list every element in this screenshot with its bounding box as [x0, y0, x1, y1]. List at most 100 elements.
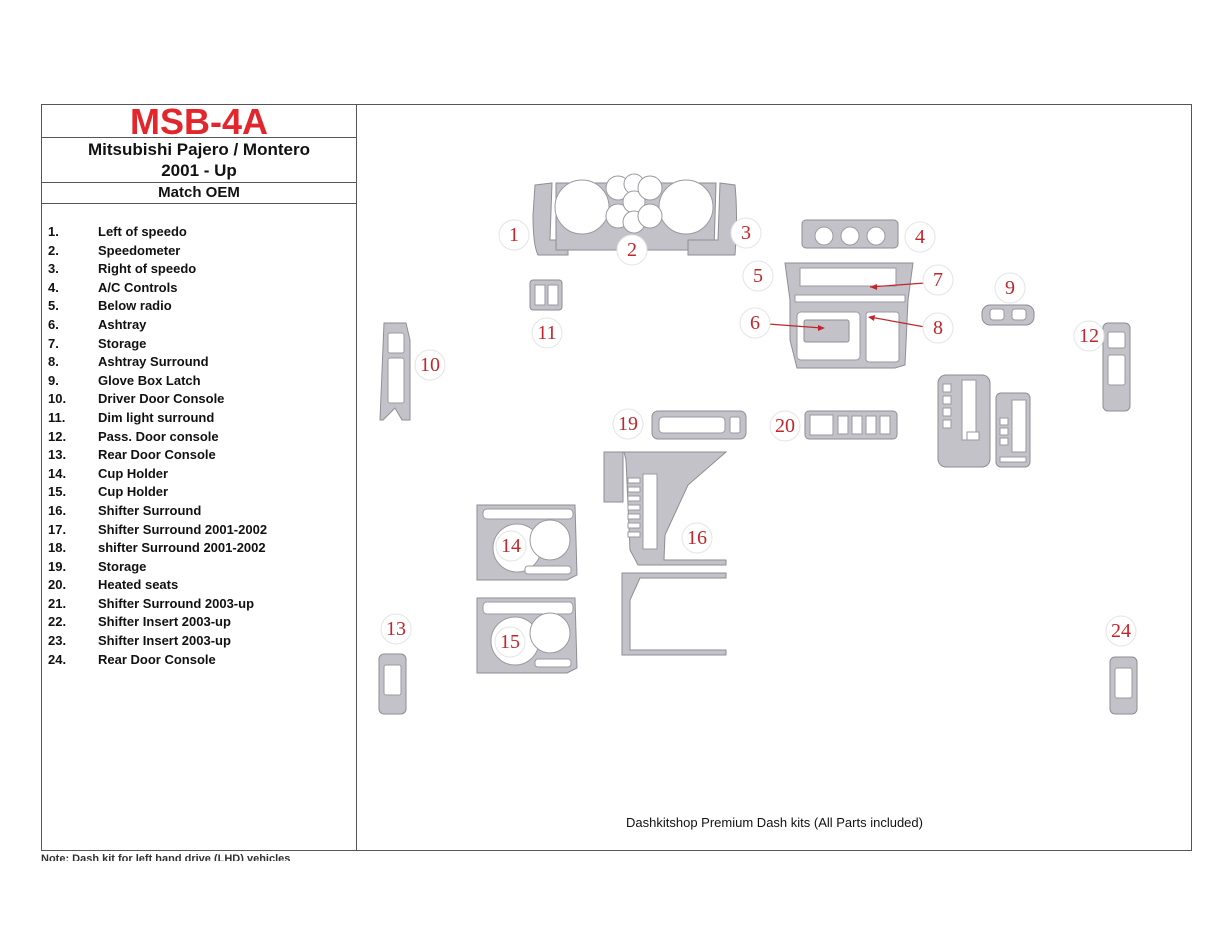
vehicle-model: Mitsubishi Pajero / Montero 2001 - Up: [41, 139, 357, 181]
parts-list-item: 3. Right of speedo: [48, 260, 267, 279]
callout-label-7: 7: [933, 269, 943, 291]
callout-label-20: 20: [775, 415, 795, 437]
parts-list-item: 2.Speedometer: [48, 242, 267, 261]
parts-list-item: 7. Storage: [48, 335, 267, 354]
arrow-6: [767, 323, 823, 329]
part-dim-light-surround: [529, 279, 563, 311]
part-name: Below radio: [98, 298, 172, 314]
callout-label-24: 24: [1111, 620, 1131, 642]
part-number: 14.: [48, 465, 67, 481]
divider: [41, 182, 356, 183]
callout-bubble: [769, 410, 801, 442]
callout-label-9: 9: [1005, 277, 1015, 299]
part-number: 2.: [48, 242, 59, 258]
callout-label-19: 19: [618, 413, 638, 435]
parts-list-item: 11.Dim light surround: [48, 409, 267, 428]
part-number: 12.: [48, 428, 67, 444]
callout-bubble: [742, 260, 774, 292]
part-number: 23.: [48, 633, 67, 649]
part-number: 13.: [48, 447, 67, 463]
parts-list-item: 12. Pass. Door console: [48, 428, 267, 447]
callout-label-10: 10: [420, 354, 440, 376]
parts-list-item: 14. Cup Holder: [48, 465, 267, 484]
callout-bubble: [498, 219, 530, 251]
part-number: 8.: [48, 354, 59, 370]
part-number: 4.: [48, 279, 59, 295]
parts-list-item: 9.Glove Box Latch: [48, 372, 267, 391]
part-name: Right of speedo: [98, 261, 197, 277]
part-name: Shifter Surround 2001-2002: [98, 521, 268, 537]
part-name: Shifter Insert 2003-up: [98, 633, 231, 649]
part-shifter-surround-2003: [937, 374, 991, 468]
callout-bubble: [380, 613, 412, 645]
callout-label-6: 6: [750, 312, 760, 334]
arrow-8: [869, 316, 926, 328]
part-name: A/C Controls: [98, 279, 178, 295]
part-glove-box-latch: [981, 304, 1035, 326]
part-number: 17.: [48, 521, 67, 537]
part-number: 10.: [48, 391, 67, 407]
part-name: Cup Holder: [98, 465, 169, 481]
part-cup-holder-1: [476, 504, 578, 581]
callout-label-11: 11: [537, 322, 556, 344]
callout-label-8: 8: [933, 317, 943, 339]
part-number: 3.: [48, 261, 59, 277]
part-name: Rear Door Console: [98, 447, 216, 463]
callout-bubble: [616, 234, 648, 266]
model-line-2: 2001 - Up: [161, 161, 237, 180]
part-heated-seats: [804, 410, 898, 440]
parts-list-item: 1.Left of speedo: [48, 223, 267, 242]
parts-list-item: 24. Rear Door Console: [48, 651, 267, 670]
callout-bubble: [1105, 615, 1137, 647]
part-shifter-insert-2003: [995, 392, 1031, 468]
part-name: Rear Door Console: [98, 651, 216, 667]
part-number: 1.: [48, 224, 59, 239]
divider: [41, 137, 356, 138]
parts-list-item: 23. Shifter Insert 2003-up: [48, 632, 267, 651]
part-number: 11.: [48, 409, 66, 425]
part-number: 7.: [48, 335, 59, 351]
parts-sidebar: MSB-4A Mitsubishi Pajero / Montero 2001 …: [41, 104, 357, 851]
parts-list-item: 20. Heated seats: [48, 576, 267, 595]
callout-bubble: [730, 217, 762, 249]
model-line-1: Mitsubishi Pajero / Montero: [88, 140, 310, 159]
part-number: 24.: [48, 651, 67, 667]
part-name: Storage: [98, 558, 147, 574]
parts-list-item: 17. Shifter Surround 2001-2002: [48, 521, 267, 540]
callout-label-4: 4: [915, 226, 925, 248]
part-speedometer: [554, 173, 717, 251]
parts-list-item: 13. Rear Door Console: [48, 446, 267, 465]
parts-list-item: 6.Ashtray: [48, 316, 267, 335]
part-number: 6.: [48, 316, 59, 332]
parts-list-item: 15.Cup Holder: [48, 483, 267, 502]
part-name: Driver Door Console: [98, 391, 225, 407]
part-number: 20.: [48, 577, 67, 593]
part-number: 5.: [48, 298, 59, 314]
part-rear-door-console-right: [1109, 656, 1138, 715]
parts-list-item: 16.Shifter Surround: [48, 502, 267, 521]
callout-label-2: 2: [627, 239, 637, 261]
footer-caption: Dashkitshop Premium Dash kits (All Parts…: [626, 815, 923, 830]
callout-label-5: 5: [753, 265, 763, 287]
part-name: Shifter Surround: [98, 502, 202, 518]
part-storage: [651, 410, 747, 440]
part-name: shifter Surround 2001-2002: [98, 540, 266, 556]
callout-label-1: 1: [509, 224, 519, 246]
part-name: Ashtray Surround: [98, 354, 209, 370]
part-number: 15.: [48, 484, 67, 500]
parts-list-item: 5. Below radio: [48, 297, 267, 316]
part-name: Pass. Door console: [98, 428, 219, 444]
part-name: Storage: [98, 335, 147, 351]
callout-label-12: 12: [1079, 325, 1099, 347]
match-label: Match OEM: [158, 184, 240, 201]
part-pass-door-console: [1102, 322, 1131, 412]
parts-list-item: 19.Storage: [48, 558, 267, 577]
parts-list-item: 21.Shifter Surround 2003-up: [48, 595, 267, 614]
callout-bubble: [1073, 320, 1105, 352]
part-cup-holder-2: [476, 597, 578, 674]
callout-label-16: 16: [687, 527, 707, 549]
part-name: Heated seats: [98, 577, 179, 593]
